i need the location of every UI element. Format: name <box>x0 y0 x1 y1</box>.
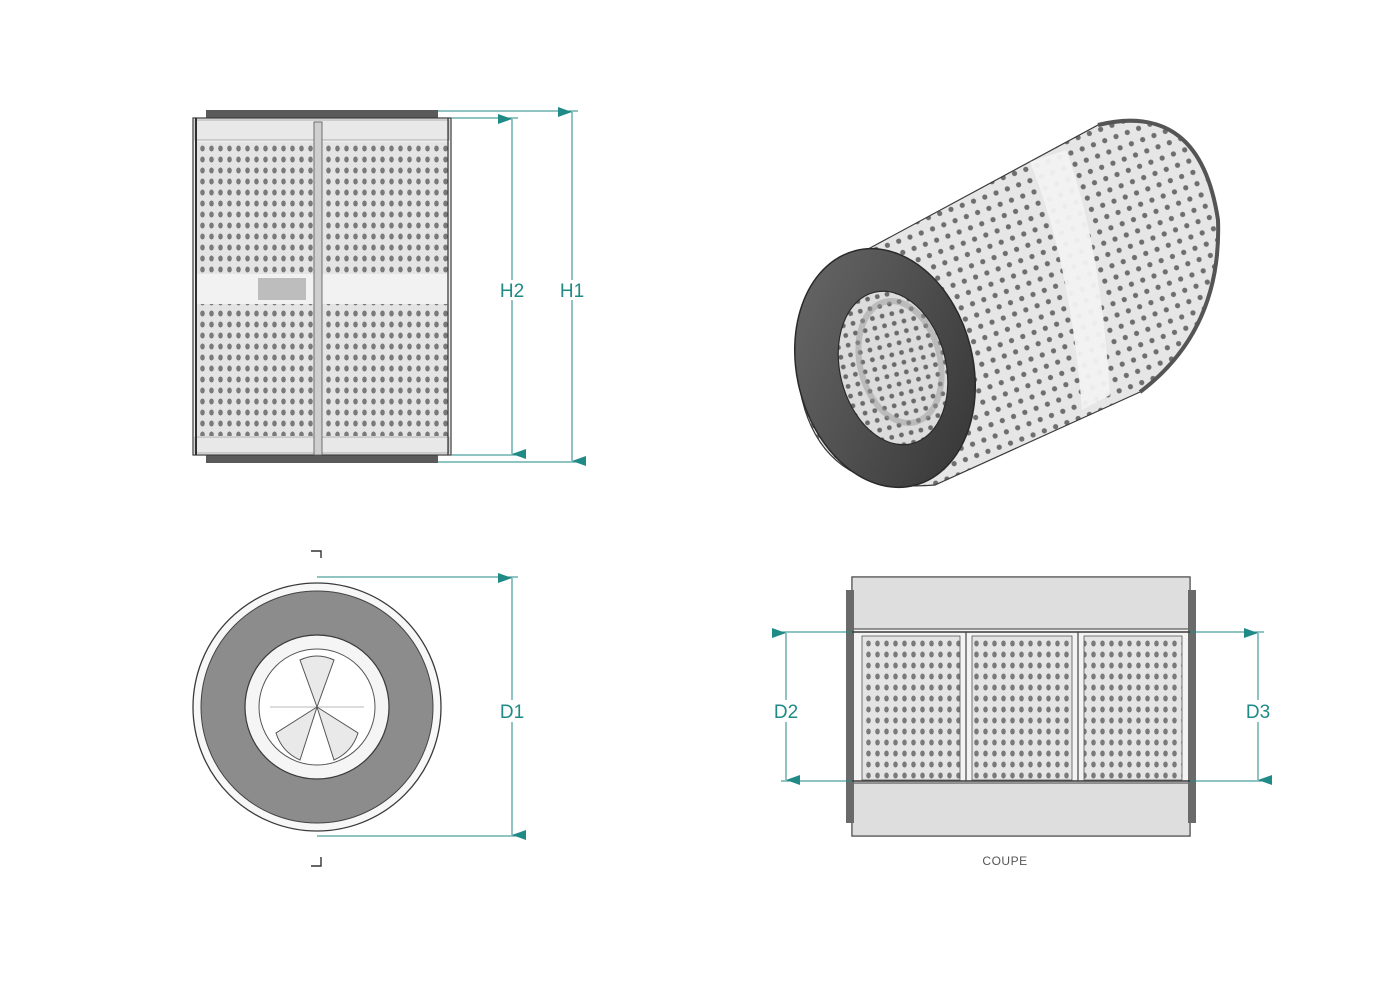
section-perforation-1 <box>861 635 961 781</box>
section-perforation-2 <box>971 635 1073 781</box>
front-view <box>192 110 452 463</box>
section-right-wall <box>1188 590 1196 823</box>
section-dimensions: D2 D3 <box>772 628 1272 785</box>
isometric-view <box>793 118 1221 489</box>
dim-label-d1: D1 <box>500 702 524 723</box>
iso-bore-shadow <box>855 298 945 426</box>
section-bottom-end-plate <box>851 782 1191 837</box>
dim-label-d3: D3 <box>1246 702 1270 723</box>
section-perforation-3 <box>1083 635 1183 781</box>
iso-blank-band <box>1030 150 1110 410</box>
front-bottom-cap <box>206 455 438 463</box>
dim-label-d2: D2 <box>774 702 798 723</box>
section-marker-bottom <box>311 857 322 867</box>
section-marker-top <box>311 550 322 558</box>
front-seam <box>313 121 323 456</box>
dim-label-h2: H2 <box>500 281 524 302</box>
section-top-end-plate <box>851 576 1191 630</box>
iso-far-rim <box>1097 118 1221 394</box>
top-dimensions: D1 <box>317 573 526 840</box>
front-dimensions: H2 H1 <box>438 107 586 466</box>
top-spider-vanes <box>275 655 359 761</box>
section-label: COUPE <box>982 854 1027 868</box>
front-top-cap <box>206 110 438 118</box>
section-left-wall <box>846 590 854 823</box>
dim-label-h1: H1 <box>560 281 584 302</box>
iso-inner-bore <box>837 290 949 446</box>
section-view: COUPE <box>846 576 1196 868</box>
top-view <box>192 550 442 867</box>
front-inner-shadow <box>258 278 306 300</box>
